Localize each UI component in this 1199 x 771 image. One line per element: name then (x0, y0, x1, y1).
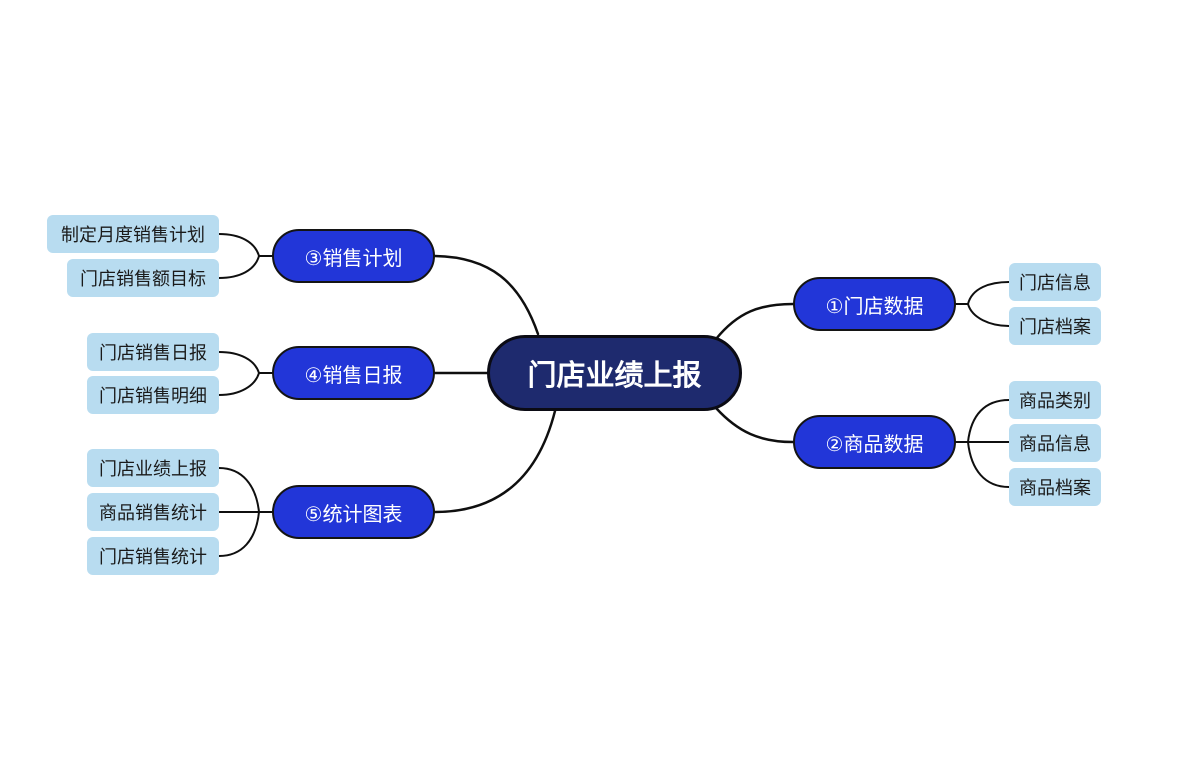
leaf-store-performance-report[interactable]: 门店业绩上报 (87, 449, 219, 487)
link-b4-leaf-1 (218, 351, 260, 374)
leaf-label: 门店销售明细 (99, 386, 207, 407)
branch-statistics-charts[interactable]: ⑤统计图表 (272, 485, 435, 539)
link-b5-leaf-1 (218, 467, 260, 513)
link-central-branch-1 (714, 302, 795, 341)
leaf-store-info[interactable]: 门店信息 (1009, 263, 1101, 301)
branch-label: ⑤统计图表 (304, 501, 403, 526)
leaf-monthly-sales-plan[interactable]: 制定月度销售计划 (47, 215, 219, 253)
leaf-store-sales-daily[interactable]: 门店销售日报 (87, 333, 219, 371)
link-b2-leaf-3 (967, 441, 1010, 488)
leaf-label: 商品类别 (1019, 391, 1091, 412)
branch-sales-plan[interactable]: ③销售计划 (272, 229, 435, 283)
link-b1-leaf-1 (967, 281, 1010, 305)
link-b3-leaf-2 (218, 255, 260, 279)
branch-sales-daily[interactable]: ④销售日报 (272, 346, 435, 400)
leaf-label: 门店信息 (1019, 273, 1091, 294)
leaf-label: 门店销售日报 (99, 343, 207, 364)
link-b3-leaf-1 (218, 233, 260, 257)
branch-label: ④销售日报 (304, 362, 403, 387)
leaf-store-archive[interactable]: 门店档案 (1009, 307, 1101, 345)
central-topic-label: 门店业绩上报 (527, 358, 702, 392)
leaf-label: 商品信息 (1019, 434, 1091, 455)
leaf-product-category[interactable]: 商品类别 (1009, 381, 1101, 419)
leaf-store-sales-detail[interactable]: 门店销售明细 (87, 376, 219, 414)
link-central-branch-5 (433, 409, 557, 514)
link-central-branch-2 (714, 406, 795, 444)
leaf-product-info[interactable]: 商品信息 (1009, 424, 1101, 462)
link-b4-leaf-2 (218, 372, 260, 396)
leaf-store-sales-stats[interactable]: 门店销售统计 (87, 537, 219, 575)
leaf-product-archive[interactable]: 商品档案 (1009, 468, 1101, 506)
central-topic[interactable]: 门店业绩上报 (487, 335, 742, 411)
branch-label: ①门店数据 (825, 293, 924, 318)
leaf-store-sales-target[interactable]: 门店销售额目标 (67, 259, 219, 297)
branch-product-data[interactable]: ②商品数据 (793, 415, 956, 469)
link-b2-leaf-1 (967, 399, 1010, 443)
leaf-label: 门店档案 (1019, 317, 1091, 338)
leaf-label: 制定月度销售计划 (61, 225, 205, 246)
leaf-label: 门店销售统计 (99, 547, 207, 568)
leaf-product-sales-stats[interactable]: 商品销售统计 (87, 493, 219, 531)
leaf-label: 门店销售额目标 (80, 269, 206, 290)
link-b5-leaf-3 (218, 511, 260, 557)
link-central-branch-3 (433, 254, 540, 336)
leaf-label: 商品档案 (1019, 478, 1091, 499)
branch-label: ③销售计划 (304, 245, 403, 270)
leaf-label: 商品销售统计 (99, 503, 207, 524)
branch-store-data[interactable]: ①门店数据 (793, 277, 956, 331)
leaf-label: 门店业绩上报 (99, 459, 207, 480)
link-b1-leaf-2 (967, 303, 1010, 327)
branch-label: ②商品数据 (825, 431, 924, 456)
